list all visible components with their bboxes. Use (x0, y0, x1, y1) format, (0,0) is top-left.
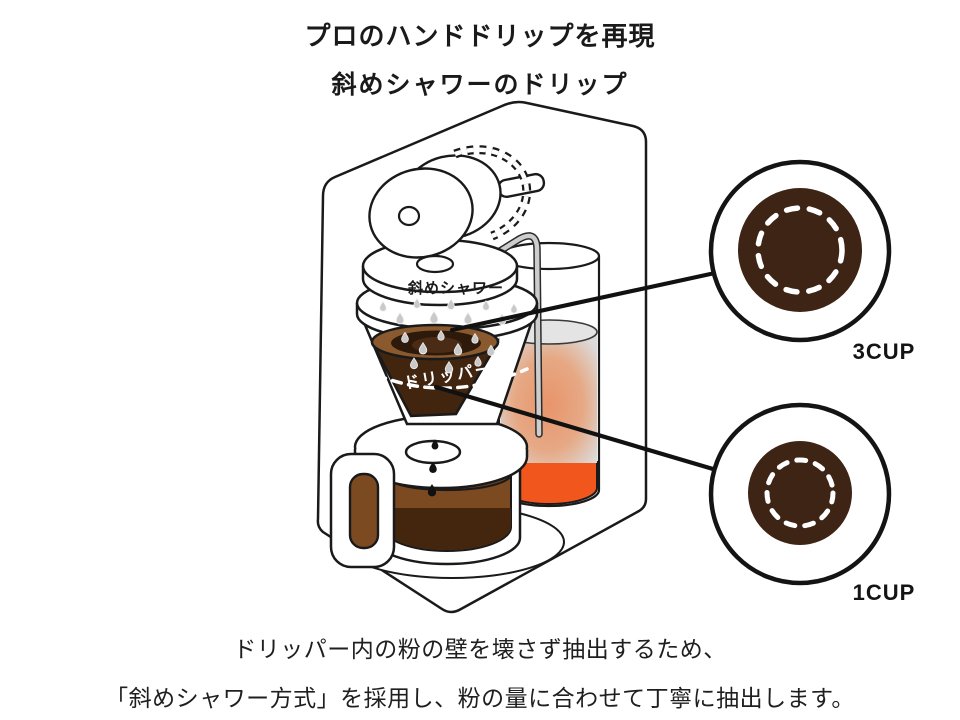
page-title: プロのハンドドリップを再現 斜めシャワーのドリップ (0, 0, 960, 101)
grounds-1cup-dashed-ring (764, 457, 836, 529)
dripper (370, 323, 500, 418)
description-line-2: 「斜めシャワー方式」を採用し、粉の量に合わせて丁寧に抽出します。 (105, 685, 855, 711)
grinder (368, 145, 546, 259)
title-line-1: プロのハンドドリップを再現 (304, 21, 656, 51)
carafe (329, 414, 529, 569)
grinder-front-disc (368, 167, 474, 259)
carafe-handle-hole (348, 472, 380, 550)
label-3cup: 3CUP (853, 339, 916, 364)
dripper-dashed-line (375, 367, 529, 390)
callout-line-3cup (449, 270, 718, 333)
warm-water (501, 332, 597, 463)
callout-circle-3cup: 3CUP (708, 159, 916, 364)
description: ドリッパー内の粉の壁を壊さず抽出するため、 「斜めシャワー方式」を採用し、粉の量… (0, 630, 960, 713)
title-line-2: 斜めシャワーのドリップ (331, 71, 629, 99)
description-line-1: ドリッパー内の粉の壁を壊さず抽出するため、 (233, 636, 727, 662)
grinder-hub (397, 205, 421, 227)
grounds-3cup-dashed-ring (755, 205, 845, 295)
grounds-1cup (748, 441, 852, 545)
callout-line-1cup (433, 384, 716, 472)
shower-label: 斜めシャワー (407, 279, 504, 297)
water-tube (480, 232, 543, 438)
coffee-dark-band (383, 508, 511, 550)
callout-circle-1cup: 1CUP (708, 402, 916, 605)
label-1cup: 1CUP (853, 580, 916, 605)
